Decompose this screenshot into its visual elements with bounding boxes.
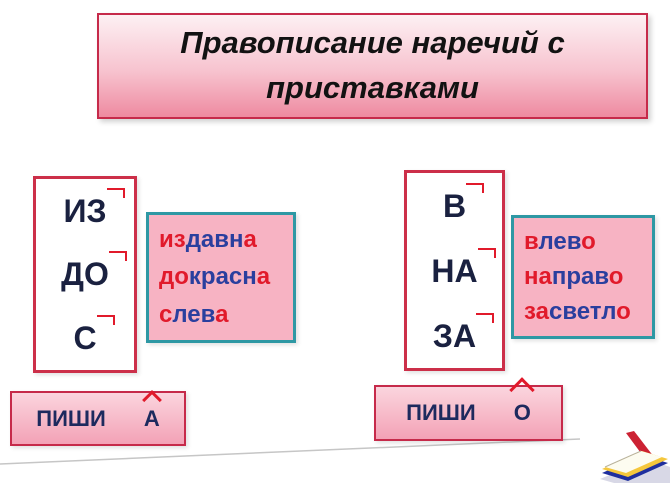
word-example: слева xyxy=(159,303,283,327)
word-example: издавна xyxy=(159,225,283,253)
word-suffix: а xyxy=(256,263,271,291)
word-root: светл xyxy=(548,298,617,326)
example-box-left: издавна докрасна слева xyxy=(146,212,296,343)
prefix-mark-icon xyxy=(108,251,127,262)
prefix-label: В xyxy=(442,187,467,224)
word-suffix: о xyxy=(608,262,624,290)
word-example: засветло xyxy=(524,300,642,324)
word-root: лев xyxy=(172,301,216,329)
prefix-label: ДО xyxy=(61,256,109,293)
prefix-s: С xyxy=(73,315,115,357)
prefix-mark-icon xyxy=(96,315,115,326)
prefix-label: ЗА xyxy=(432,317,477,354)
prefix-na: НА xyxy=(431,247,496,289)
prefix-label: С xyxy=(73,320,97,357)
rule-box-a: ПИШИ А xyxy=(10,389,186,446)
word-example: докрасна xyxy=(159,265,283,289)
word-suffix: а xyxy=(243,225,257,253)
suffix-caret-icon xyxy=(509,377,535,403)
rule-label: ПИШИ xyxy=(406,400,476,425)
word-example: влево xyxy=(524,227,642,255)
word-suffix: о xyxy=(616,298,631,326)
word-prefix: до xyxy=(159,263,189,291)
word-root: прав xyxy=(551,262,609,290)
rule-letter-label: О xyxy=(513,400,531,425)
word-prefix: в xyxy=(524,227,539,255)
prefix-iz: ИЗ xyxy=(63,187,125,229)
word-prefix: из xyxy=(159,225,186,253)
word-prefix: с xyxy=(159,301,173,329)
title-banner: Правописание наречий с приставками xyxy=(97,13,648,119)
prefix-label: НА xyxy=(431,252,478,289)
example-box-right: влево направо засветло xyxy=(511,215,655,339)
word-suffix: о xyxy=(581,227,596,255)
prefix-box-left: ИЗ ДО С xyxy=(33,176,137,373)
prefix-za: ЗА xyxy=(432,312,495,354)
prefix-mark-icon xyxy=(466,182,485,193)
rule-box-o: ПИШИ О xyxy=(374,377,563,441)
prefix-mark-icon xyxy=(476,312,495,323)
word-prefix: на xyxy=(524,262,552,290)
prefix-do: ДО xyxy=(61,251,127,293)
book-icon xyxy=(600,431,670,483)
rule-letter-o: О xyxy=(509,377,535,426)
prefix-label: ИЗ xyxy=(63,192,107,229)
rule-label: ПИШИ xyxy=(36,405,106,431)
prefix-mark-icon xyxy=(477,247,496,258)
word-example: направо xyxy=(524,262,642,290)
rule-letter-a: А xyxy=(141,389,162,432)
prefix-mark-icon xyxy=(106,187,125,198)
word-suffix: а xyxy=(215,301,229,329)
prefix-v: В xyxy=(442,182,485,224)
word-prefix: за xyxy=(524,298,549,326)
page-title: Правописание наречий с приставками xyxy=(180,25,565,105)
rule-letter-label: А xyxy=(143,405,160,431)
prefix-box-right: В НА ЗА xyxy=(404,170,505,371)
word-root: лев xyxy=(538,227,582,255)
word-root: красн xyxy=(188,263,257,291)
word-root: давн xyxy=(185,225,244,253)
